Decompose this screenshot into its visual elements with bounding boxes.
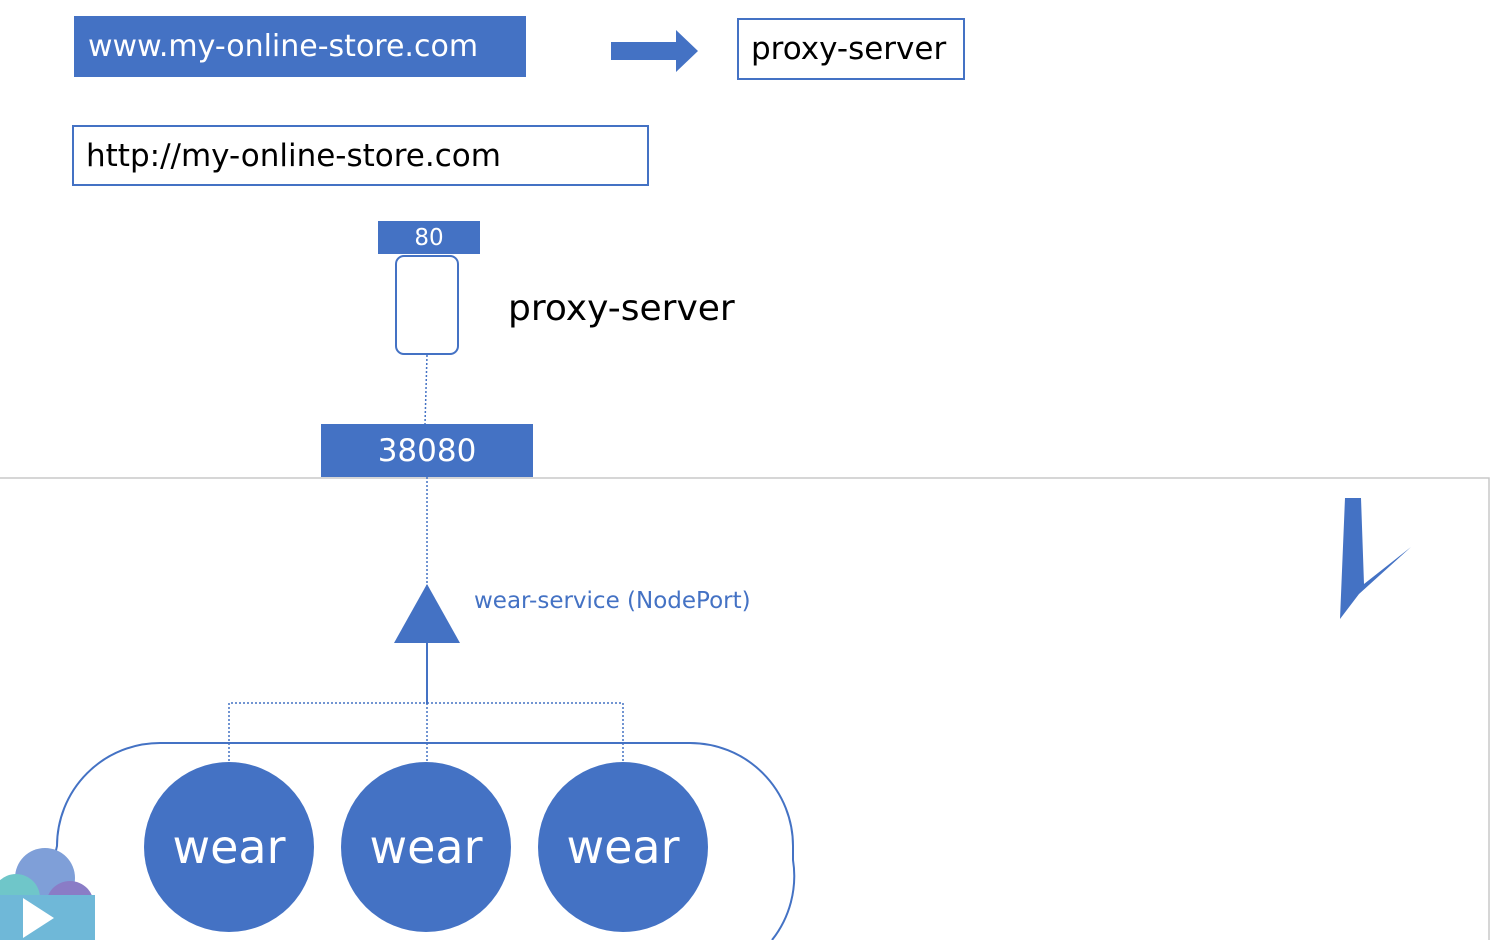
proxy-server-node xyxy=(395,255,459,355)
pod-label: wear xyxy=(566,820,680,874)
url-text: http://my-online-store.com xyxy=(86,137,501,174)
selector-bracket xyxy=(228,702,624,765)
pod-label: wear xyxy=(369,820,483,874)
cluster-boundary xyxy=(0,477,1490,940)
pod-wear-3: wear xyxy=(538,762,708,932)
service-triangle xyxy=(394,584,460,643)
proxy-to-nodeport-line xyxy=(424,354,428,425)
node-port-text: 38080 xyxy=(377,432,477,469)
service-label: wear-service (NodePort) xyxy=(474,588,751,614)
play-cloud-icon xyxy=(0,848,95,940)
domain-name-text: www.my-online-store.com xyxy=(88,29,479,64)
pod-label: wear xyxy=(172,820,286,874)
arrow-right-icon xyxy=(611,30,698,72)
url-box: http://my-online-store.com xyxy=(72,125,649,186)
pod-wear-1: wear xyxy=(144,762,314,932)
proxy-port-badge: 80 xyxy=(378,221,480,254)
proxy-target-text: proxy-server xyxy=(751,31,947,67)
proxy-target-box: proxy-server xyxy=(737,18,965,80)
pod-wear-2: wear xyxy=(341,762,511,932)
proxy-port-text: 80 xyxy=(414,224,444,251)
proxy-server-label: proxy-server xyxy=(508,288,735,329)
node-port-badge: 38080 xyxy=(321,424,533,477)
kubernetes-mark-icon xyxy=(1340,498,1411,619)
domain-name-box: www.my-online-store.com xyxy=(74,16,526,77)
